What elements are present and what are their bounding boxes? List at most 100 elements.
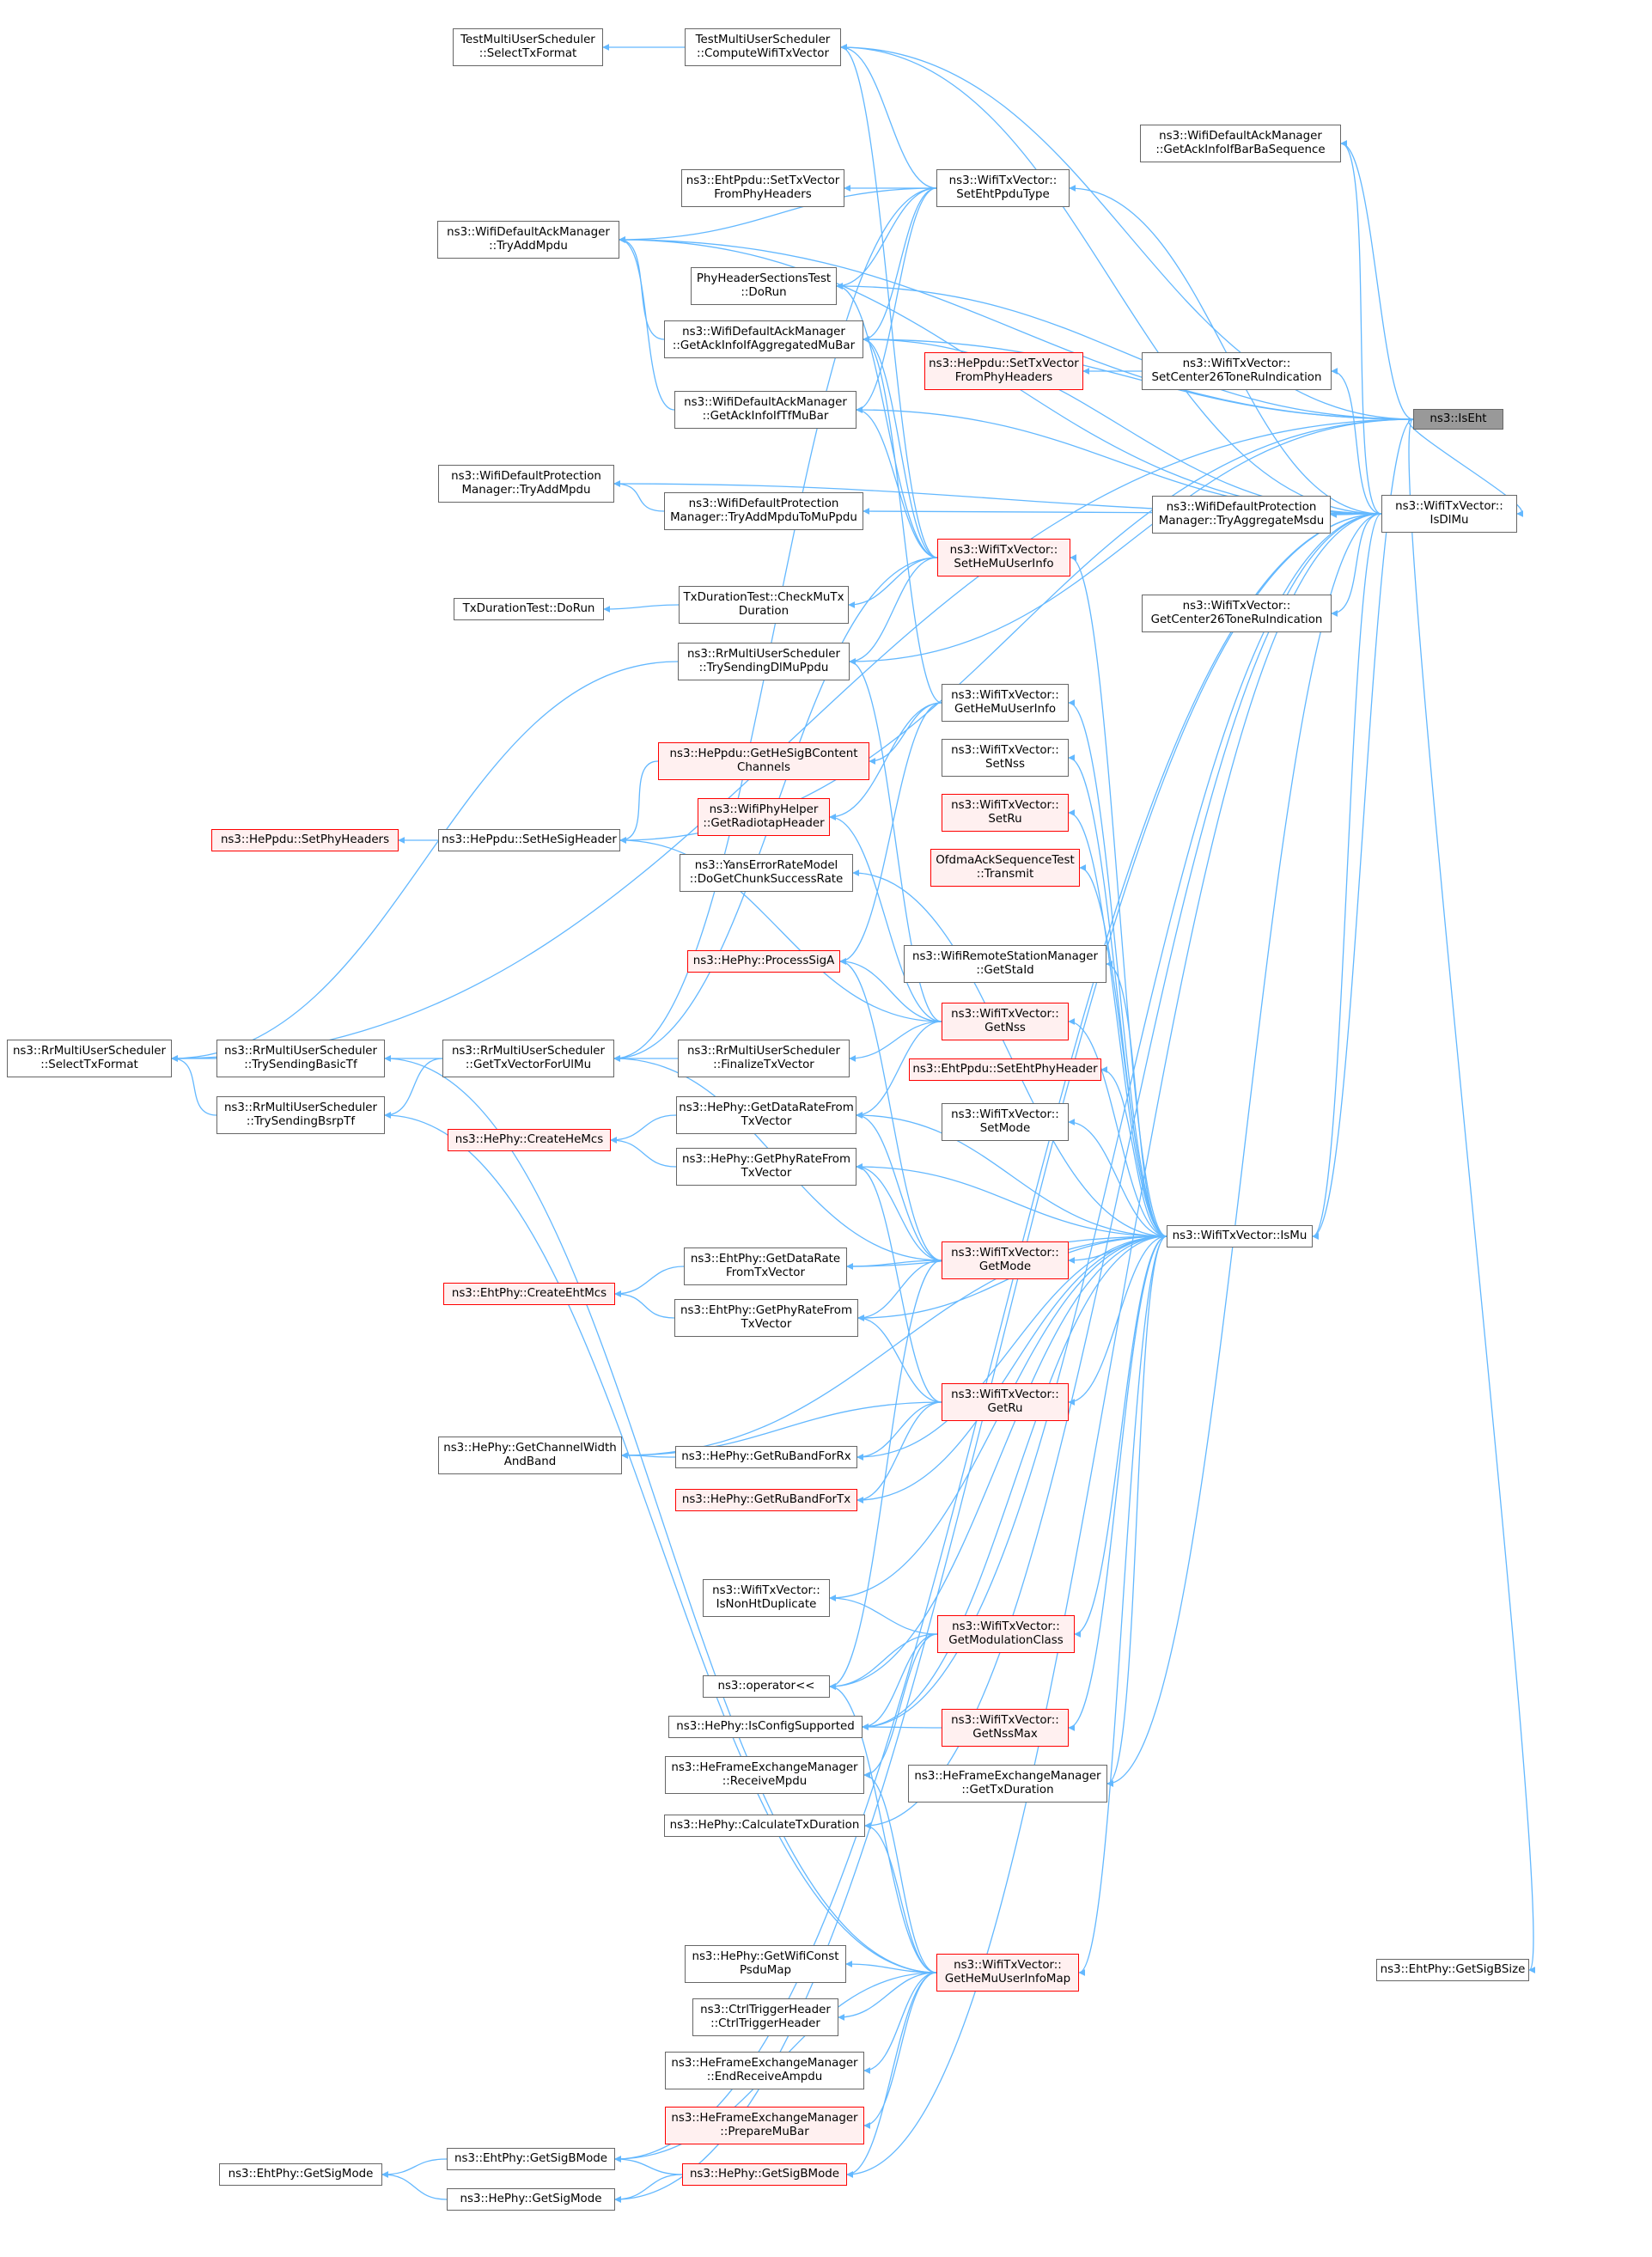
node-calculatetxduration[interactable]: ns3::HePhy::CalculateTxDuration xyxy=(664,1815,865,1837)
node-setcenter26toneruindication[interactable]: ns3::WifiTxVector::SetCenter26ToneRuIndi… xyxy=(1142,352,1332,390)
call-edge xyxy=(863,336,938,558)
call-edge xyxy=(840,44,938,558)
call-edge xyxy=(856,1163,1167,1237)
node-phyheadersectionstest[interactable]: PhyHeaderSectionsTest::DoRun xyxy=(691,267,837,305)
node-rr-gettxvectorforulmu[interactable]: ns3::RrMultiUserScheduler::GetTxVectorFo… xyxy=(442,1040,614,1077)
call-edge xyxy=(619,837,942,1022)
node-getackinfoifaggregatedmubar[interactable]: ns3::WifiDefaultAckManager::GetAckInfoIf… xyxy=(664,320,863,358)
node-rr-selecttxformat[interactable]: ns3::RrMultiUserScheduler::SelectTxForma… xyxy=(7,1040,172,1077)
node-rr-trysendingdlmuppdu[interactable]: ns3::RrMultiUserScheduler::TrySendingDlM… xyxy=(678,643,850,680)
node-ehtppdu-setehtphyheader[interactable]: ns3::EhtPpdu::SetEhtPhyHeader xyxy=(909,1058,1101,1081)
call-edge xyxy=(856,1112,942,1261)
call-edge xyxy=(849,1021,942,1062)
node-getru[interactable]: ns3::WifiTxVector::GetRu xyxy=(942,1383,1069,1421)
node-hephy-getsigmode[interactable]: ns3::HePhy::GetSigMode xyxy=(447,2188,615,2211)
node-getmodulationclass[interactable]: ns3::WifiTxVector::GetModulationClass xyxy=(937,1615,1075,1653)
call-edge xyxy=(621,1401,942,1459)
node-ofdmaacksequencetest[interactable]: OfdmaAckSequenceTest::Transmit xyxy=(930,849,1080,887)
node-setehtppdutype[interactable]: ns3::WifiTxVector::SetEhtPpduType xyxy=(936,169,1070,207)
node-getackinfoiftfmubar[interactable]: ns3::WifiDefaultAckManager::GetAckInfoIf… xyxy=(674,391,856,429)
call-edge xyxy=(846,513,1382,2178)
node-he-receivempdu[interactable]: ns3::HeFrameExchangeManager::ReceiveMpdu xyxy=(665,1756,864,1794)
node-ehtphy-getsigmode[interactable]: ns3::EhtPhy::GetSigMode xyxy=(219,2163,382,2186)
node-ehtphy-getsigbmode[interactable]: ns3::EhtPhy::GetSigBMode xyxy=(447,2148,615,2170)
call-edge xyxy=(1408,418,1524,517)
node-isconfigsupported[interactable]: ns3::HePhy::IsConfigSupported xyxy=(668,1716,863,1738)
node-iseht[interactable]: ns3::IsEht xyxy=(1413,409,1503,430)
node-getnssmax[interactable]: ns3::WifiTxVector::GetNssMax xyxy=(942,1709,1069,1747)
node-heppdu-sethesigheader[interactable]: ns3::HePpdu::SetHeSigHeader xyxy=(438,829,620,851)
node-yanserrorratemodel[interactable]: ns3::YansErrorRateModel::DoGetChunkSucce… xyxy=(680,854,853,892)
node-getcenter26toneruindication[interactable]: ns3::WifiTxVector::GetCenter26ToneRuIndi… xyxy=(1142,595,1332,632)
node-isdlmu[interactable]: ns3::WifiTxVector::IsDlMu xyxy=(1381,495,1517,533)
node-hephy-getsigbmode[interactable]: ns3::HePhy::GetSigBMode xyxy=(682,2163,847,2186)
call-edge xyxy=(610,1137,677,1168)
call-edge xyxy=(613,480,665,512)
node-getrubandforrx[interactable]: ns3::HePhy::GetRuBandForRx xyxy=(675,1446,857,1468)
call-edge xyxy=(856,1021,942,1119)
node-sethemuuserinfo[interactable]: ns3::WifiTxVector::SetHeMuUserInfo xyxy=(937,539,1070,576)
node-processsiga[interactable]: ns3::HePhy::ProcessSigA xyxy=(687,950,840,973)
call-edge xyxy=(862,1235,1167,1730)
node-rr-trysendingbsrptf[interactable]: ns3::RrMultiUserScheduler::TrySendingBsr… xyxy=(216,1096,385,1134)
node-gethemuuserinfomap[interactable]: ns3::WifiTxVector::GetHeMuUserInfoMap xyxy=(936,1954,1079,1992)
node-testmus-computewifitxvector[interactable]: TestMultiUserScheduler::ComputeWifiTxVec… xyxy=(685,28,841,66)
node-getstaid[interactable]: ns3::WifiRemoteStationManager::GetStaId xyxy=(904,945,1106,983)
call-edge xyxy=(856,406,938,558)
node-ctrltriggerheader[interactable]: ns3::CtrlTriggerHeader::CtrlTriggerHeade… xyxy=(692,1998,838,2036)
call-edge xyxy=(1078,1235,1167,1976)
call-edge xyxy=(863,336,1414,420)
node-setnss[interactable]: ns3::WifiTxVector::SetNss xyxy=(942,739,1069,777)
call-edge xyxy=(1331,368,1382,515)
node-isnonhtduplicate[interactable]: ns3::WifiTxVector::IsNonHtDuplicate xyxy=(703,1579,830,1617)
call-edge xyxy=(829,1595,938,1635)
node-he-endreceiveampdu[interactable]: ns3::HeFrameExchangeManager::EndReceiveA… xyxy=(665,2052,864,2089)
call-edge xyxy=(839,958,942,1261)
call-edge xyxy=(869,702,942,765)
call-edge xyxy=(852,869,1167,1237)
node-heppdu-setphyheaders[interactable]: ns3::HePpdu::SetPhyHeaders xyxy=(211,829,399,851)
call-edge xyxy=(849,418,1414,665)
node-getrubandfortx[interactable]: ns3::HePhy::GetRuBandForTx xyxy=(675,1489,857,1511)
node-gethemuuserinfo[interactable]: ns3::WifiTxVector::GetHeMuUserInfo xyxy=(942,684,1069,722)
call-edge xyxy=(619,236,675,411)
node-createehtmcs[interactable]: ns3::EhtPhy::CreateEhtMcs xyxy=(443,1283,615,1305)
node-getnss[interactable]: ns3::WifiTxVector::GetNss xyxy=(942,1003,1069,1040)
call-edge xyxy=(863,1772,937,1973)
node-operator-stream[interactable]: ns3::operator<< xyxy=(703,1675,830,1698)
call-edge xyxy=(856,1163,942,1261)
call-edge xyxy=(619,187,937,243)
node-createhemcs[interactable]: ns3::HePhy::CreateHeMcs xyxy=(448,1129,611,1151)
call-edge xyxy=(862,1723,942,1731)
node-getradiotapheader[interactable]: ns3::WifiPhyHelper::GetRadiotapHeader xyxy=(698,798,830,836)
node-getmode[interactable]: ns3::WifiTxVector::GetMode xyxy=(942,1241,1069,1279)
node-getackinfoifbarbasequence[interactable]: ns3::WifiDefaultAckManager::GetAckInfoIf… xyxy=(1140,125,1341,162)
node-setru[interactable]: ns3::WifiTxVector::SetRu xyxy=(942,794,1069,832)
node-txdurationtest-dorun[interactable]: TxDurationTest::DoRun xyxy=(454,598,604,620)
node-setmode[interactable]: ns3::WifiTxVector::SetMode xyxy=(942,1103,1069,1141)
node-ackmanager-tryaddmpdu[interactable]: ns3::WifiDefaultAckManager::TryAddMpdu xyxy=(437,221,619,259)
node-ismu[interactable]: ns3::WifiTxVector::IsMu xyxy=(1167,1225,1313,1247)
node-getsigbsize[interactable]: ns3::EhtPhy::GetSigBSize xyxy=(1376,1959,1529,1981)
node-rr-trysendingbasictf[interactable]: ns3::RrMultiUserScheduler::TrySendingBas… xyxy=(216,1040,385,1077)
node-he-preparemubar[interactable]: ns3::HeFrameExchangeManager::PrepareMuBa… xyxy=(665,2107,864,2144)
node-testmus-selecttxformat[interactable]: TestMultiUserScheduler::SelectTxFormat xyxy=(453,28,603,66)
call-edge xyxy=(1312,418,1414,1240)
node-rr-finalizetxvector[interactable]: ns3::RrMultiUserScheduler::FinalizeTxVec… xyxy=(678,1040,850,1077)
call-edge xyxy=(848,557,938,608)
node-he-gettxduration[interactable]: ns3::HeFrameExchangeManager::GetTxDurati… xyxy=(908,1765,1107,1803)
